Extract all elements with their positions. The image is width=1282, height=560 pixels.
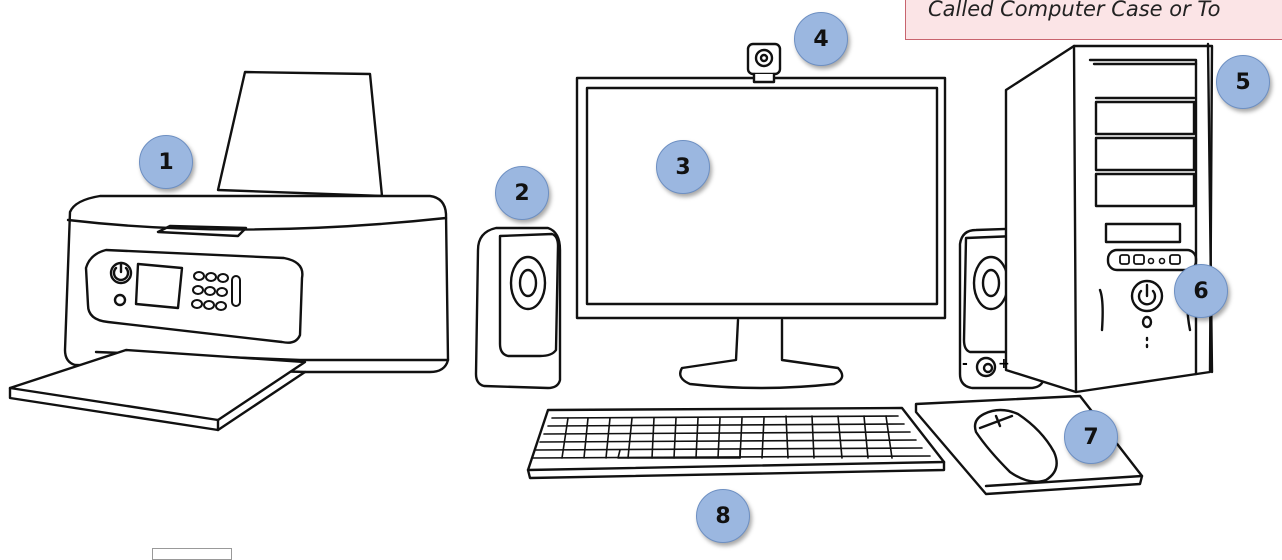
badge-7: 7 — [1064, 410, 1118, 464]
badge-4: 4 — [794, 12, 848, 66]
callout-box: Called Computer Case or To — [905, 0, 1282, 40]
badge-2: 2 — [495, 166, 549, 220]
badge-3: 3 — [656, 140, 710, 194]
callout-text: Called Computer Case or To — [928, 0, 1221, 21]
badge-8: 8 — [696, 489, 750, 543]
webcam-drawing — [748, 44, 780, 82]
printer-drawing — [10, 72, 448, 430]
monitor-drawing — [577, 78, 945, 388]
small-rectangle — [152, 548, 232, 560]
badge-1: 1 — [139, 135, 193, 189]
computer-case-drawing — [1006, 44, 1212, 392]
volume-plus-label: + — [998, 356, 1010, 372]
left-speaker-drawing — [476, 228, 560, 388]
keyboard-drawing — [528, 408, 944, 478]
volume-minus-label: - — [962, 356, 968, 372]
badge-6: 6 — [1174, 264, 1228, 318]
badge-5: 5 — [1216, 55, 1270, 109]
